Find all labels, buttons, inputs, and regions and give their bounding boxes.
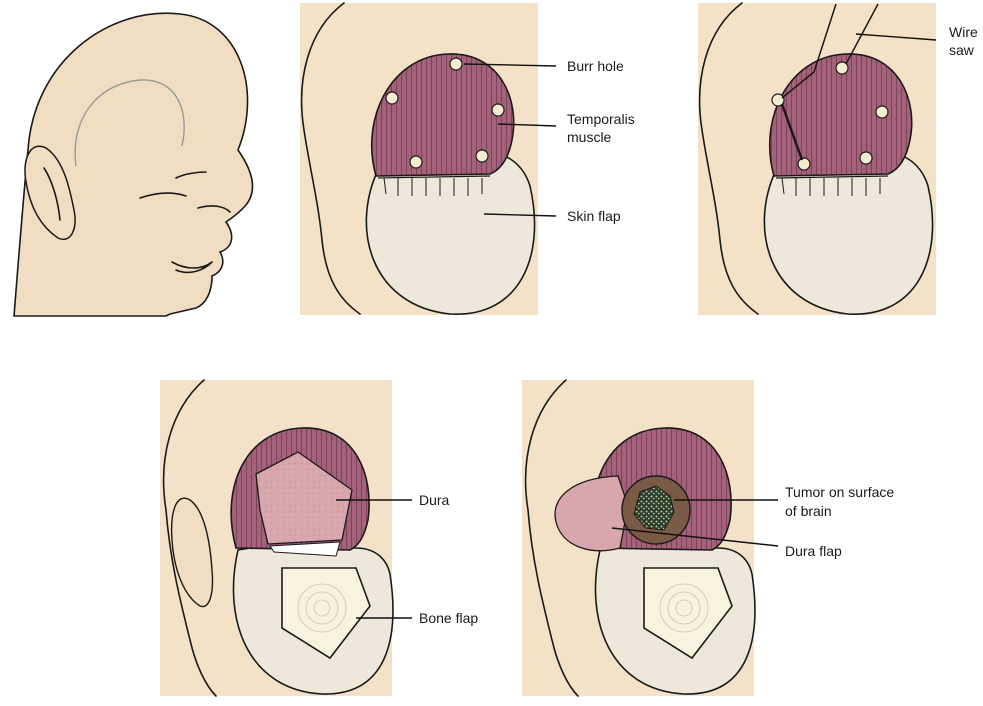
- dura-label: Dura: [419, 492, 450, 508]
- tumor-label-line1: Tumor on surface: [785, 484, 894, 500]
- tumor-label-line2: of brain: [785, 503, 832, 519]
- panel-5-dura-flap: Tumor on surface of brain Dura flap: [522, 380, 894, 696]
- panel-4-bone-flap: Dura Bone flap: [160, 380, 478, 696]
- burr-hole: [410, 156, 422, 168]
- burr-hole: [386, 92, 398, 104]
- panel-2-burr-holes: Burr hole Temporalis muscle Skin flap: [300, 3, 635, 315]
- burr-hole: [492, 104, 504, 116]
- wire-saw-label-line1: Wire: [949, 24, 978, 40]
- wire-saw-label-line2: saw: [949, 42, 975, 58]
- dura-flap-label: Dura flap: [785, 543, 842, 559]
- temporalis-label-line1: Temporalis: [567, 111, 635, 127]
- panel-3-wire-saw: Wire saw: [698, 3, 978, 315]
- bone-flap-label: Bone flap: [419, 610, 478, 626]
- burr-hole: [450, 58, 462, 70]
- burr-hole: [476, 150, 488, 162]
- temporalis-label-line2: muscle: [567, 129, 612, 145]
- panel-1-head: [14, 13, 252, 316]
- skin-flap-label: Skin flap: [567, 208, 621, 224]
- burr-hole-label: Burr hole: [567, 58, 624, 74]
